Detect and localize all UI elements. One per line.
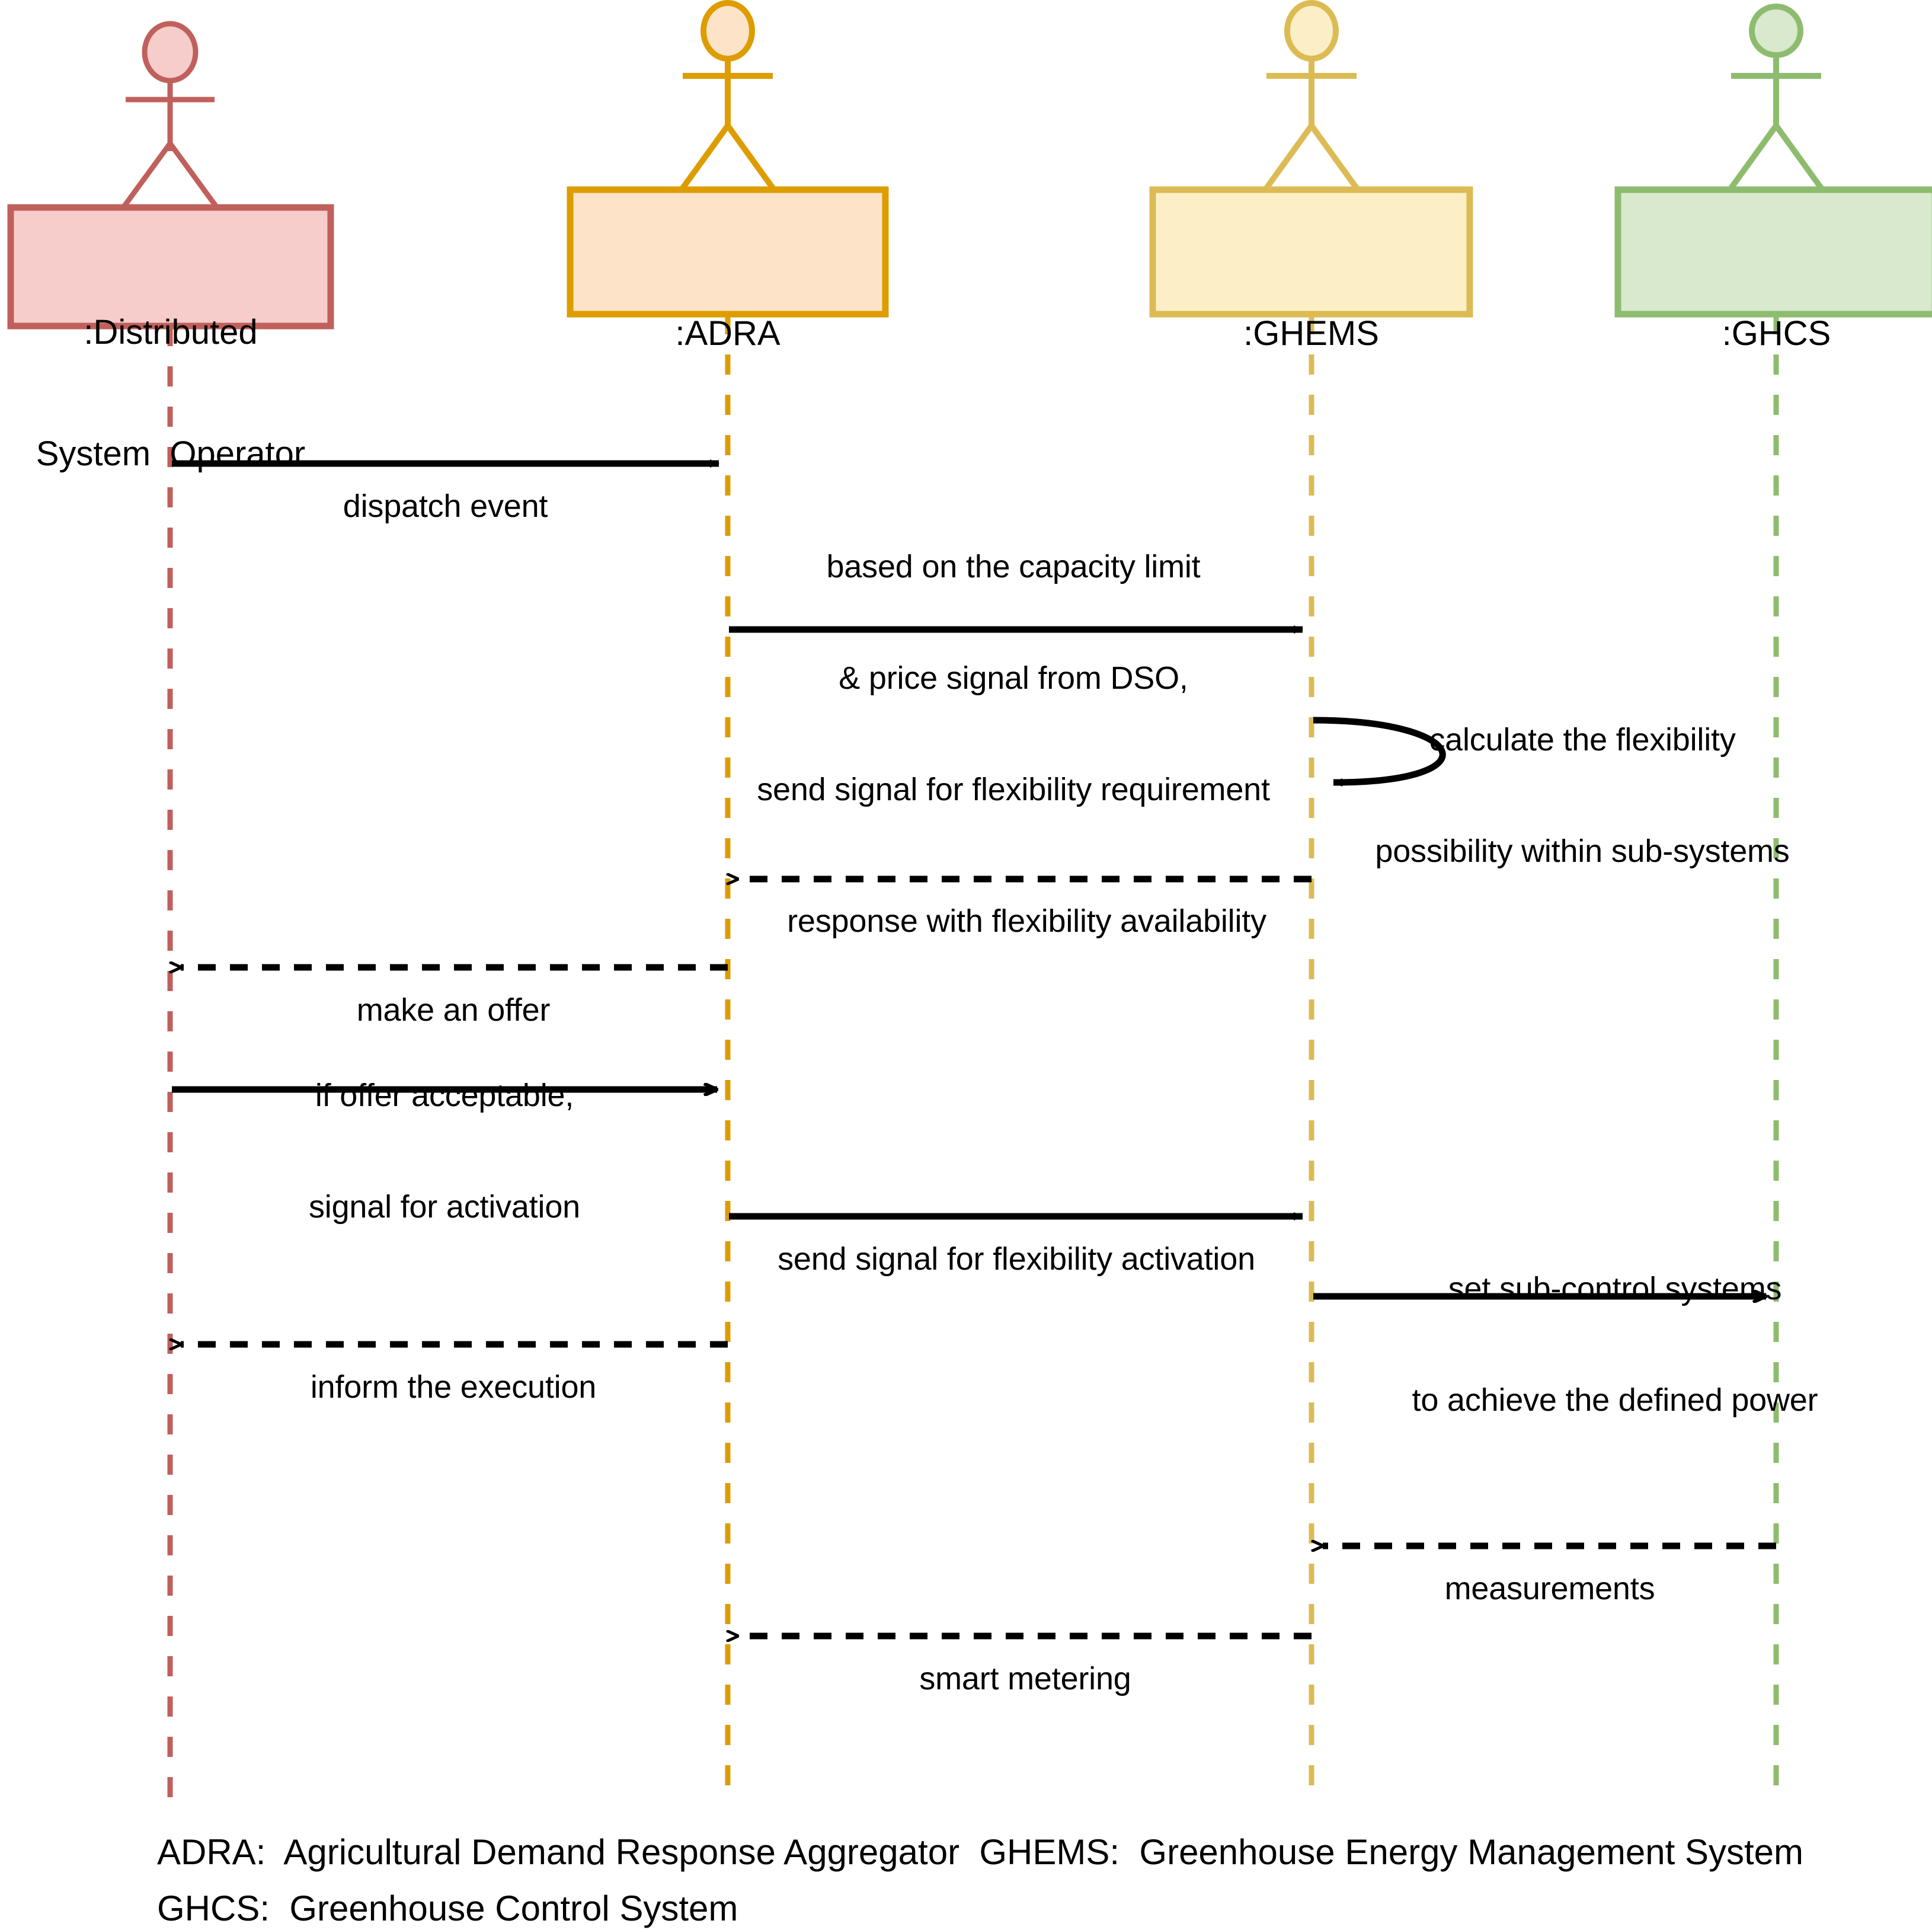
message-label-line: to achieve the defined power <box>1412 1382 1818 1418</box>
lifeline-label-dso: :Distributed System Operator <box>11 231 331 556</box>
message-label-line: inform the execution <box>310 1369 597 1405</box>
message-label-calculate-flexibility: calculate the flexibility possibility wi… <box>1286 647 1879 944</box>
message-label-line: set sub-control systems <box>1448 1271 1782 1307</box>
message-label-line: send signal for flexibility activation <box>778 1241 1255 1277</box>
lifeline-box-dso[interactable] <box>7 204 334 330</box>
message-label-response-flexibility-availability: response with flexibility availability <box>744 829 1310 1014</box>
message-label-inform-the-execution: inform the execution <box>181 1295 726 1480</box>
message-label-send-signal-flexibility-activation: send signal for flexibility activation <box>732 1167 1301 1352</box>
actor-figure-ghcs <box>1727 4 1825 191</box>
lifeline-label-ghems-line1: :GHEMS <box>1243 314 1379 353</box>
message-label-flexibility-requirement: based on the capacity limit & price sign… <box>670 474 1357 883</box>
message-label-line: smart metering <box>919 1661 1131 1697</box>
actor-figure-adra <box>679 0 777 191</box>
message-label-line: based on the capacity limit <box>826 549 1201 585</box>
message-label-line: possibility within sub-systems <box>1375 833 1790 870</box>
message-label-make-an-offer: make an offer <box>181 918 726 1103</box>
message-label-set-sub-control-systems: set sub-control systems to achieve the d… <box>1313 1196 1917 1493</box>
message-label-dispatch-event: dispatch event <box>172 414 719 599</box>
message-label-line: dispatch event <box>343 488 548 525</box>
actor-figure-ghems <box>1262 0 1361 191</box>
legend-line-1: ADRA: Agricultural Demand Response Aggre… <box>157 1832 1804 1872</box>
lifeline-label-dso-line1: :Distributed <box>84 312 258 352</box>
message-label-line: send signal for flexibility requirement <box>757 772 1270 807</box>
lifeline-label-ghcs-line1: :GHCS <box>1722 314 1831 353</box>
lifeline-label-ghems: :GHEMS <box>1153 232 1470 435</box>
message-label-line: signal for activation <box>308 1189 581 1225</box>
legend-line-2: GHCS: Greenhouse Control System <box>157 1889 738 1928</box>
message-label-line: calculate the flexibility <box>1429 722 1736 758</box>
message-arrow-calculate-flexibility[interactable] <box>1313 717 1446 787</box>
message-label-smart-metering: smart metering <box>741 1586 1310 1772</box>
message-label-line: if offer acceptable, <box>315 1078 574 1114</box>
message-label-signal-for-activation: if offer acceptable, signal for activati… <box>172 1003 717 1300</box>
lifeline-label-adra-line1: :ADRA <box>675 314 781 353</box>
actor-figure-dso <box>121 21 219 209</box>
message-label-measurements: measurements <box>1325 1496 1775 1682</box>
lifeline-label-ghcs: :GHCS <box>1618 232 1932 435</box>
message-label-line: measurements <box>1444 1571 1655 1607</box>
message-label-line: response with flexibility availability <box>787 903 1266 940</box>
lifeline-label-adra: :ADRA <box>570 232 885 435</box>
message-label-line: & price signal from DSO, <box>839 660 1188 696</box>
message-label-line: make an offer <box>356 992 551 1028</box>
lifeline-label-dso-line2: System Operator <box>36 434 306 474</box>
